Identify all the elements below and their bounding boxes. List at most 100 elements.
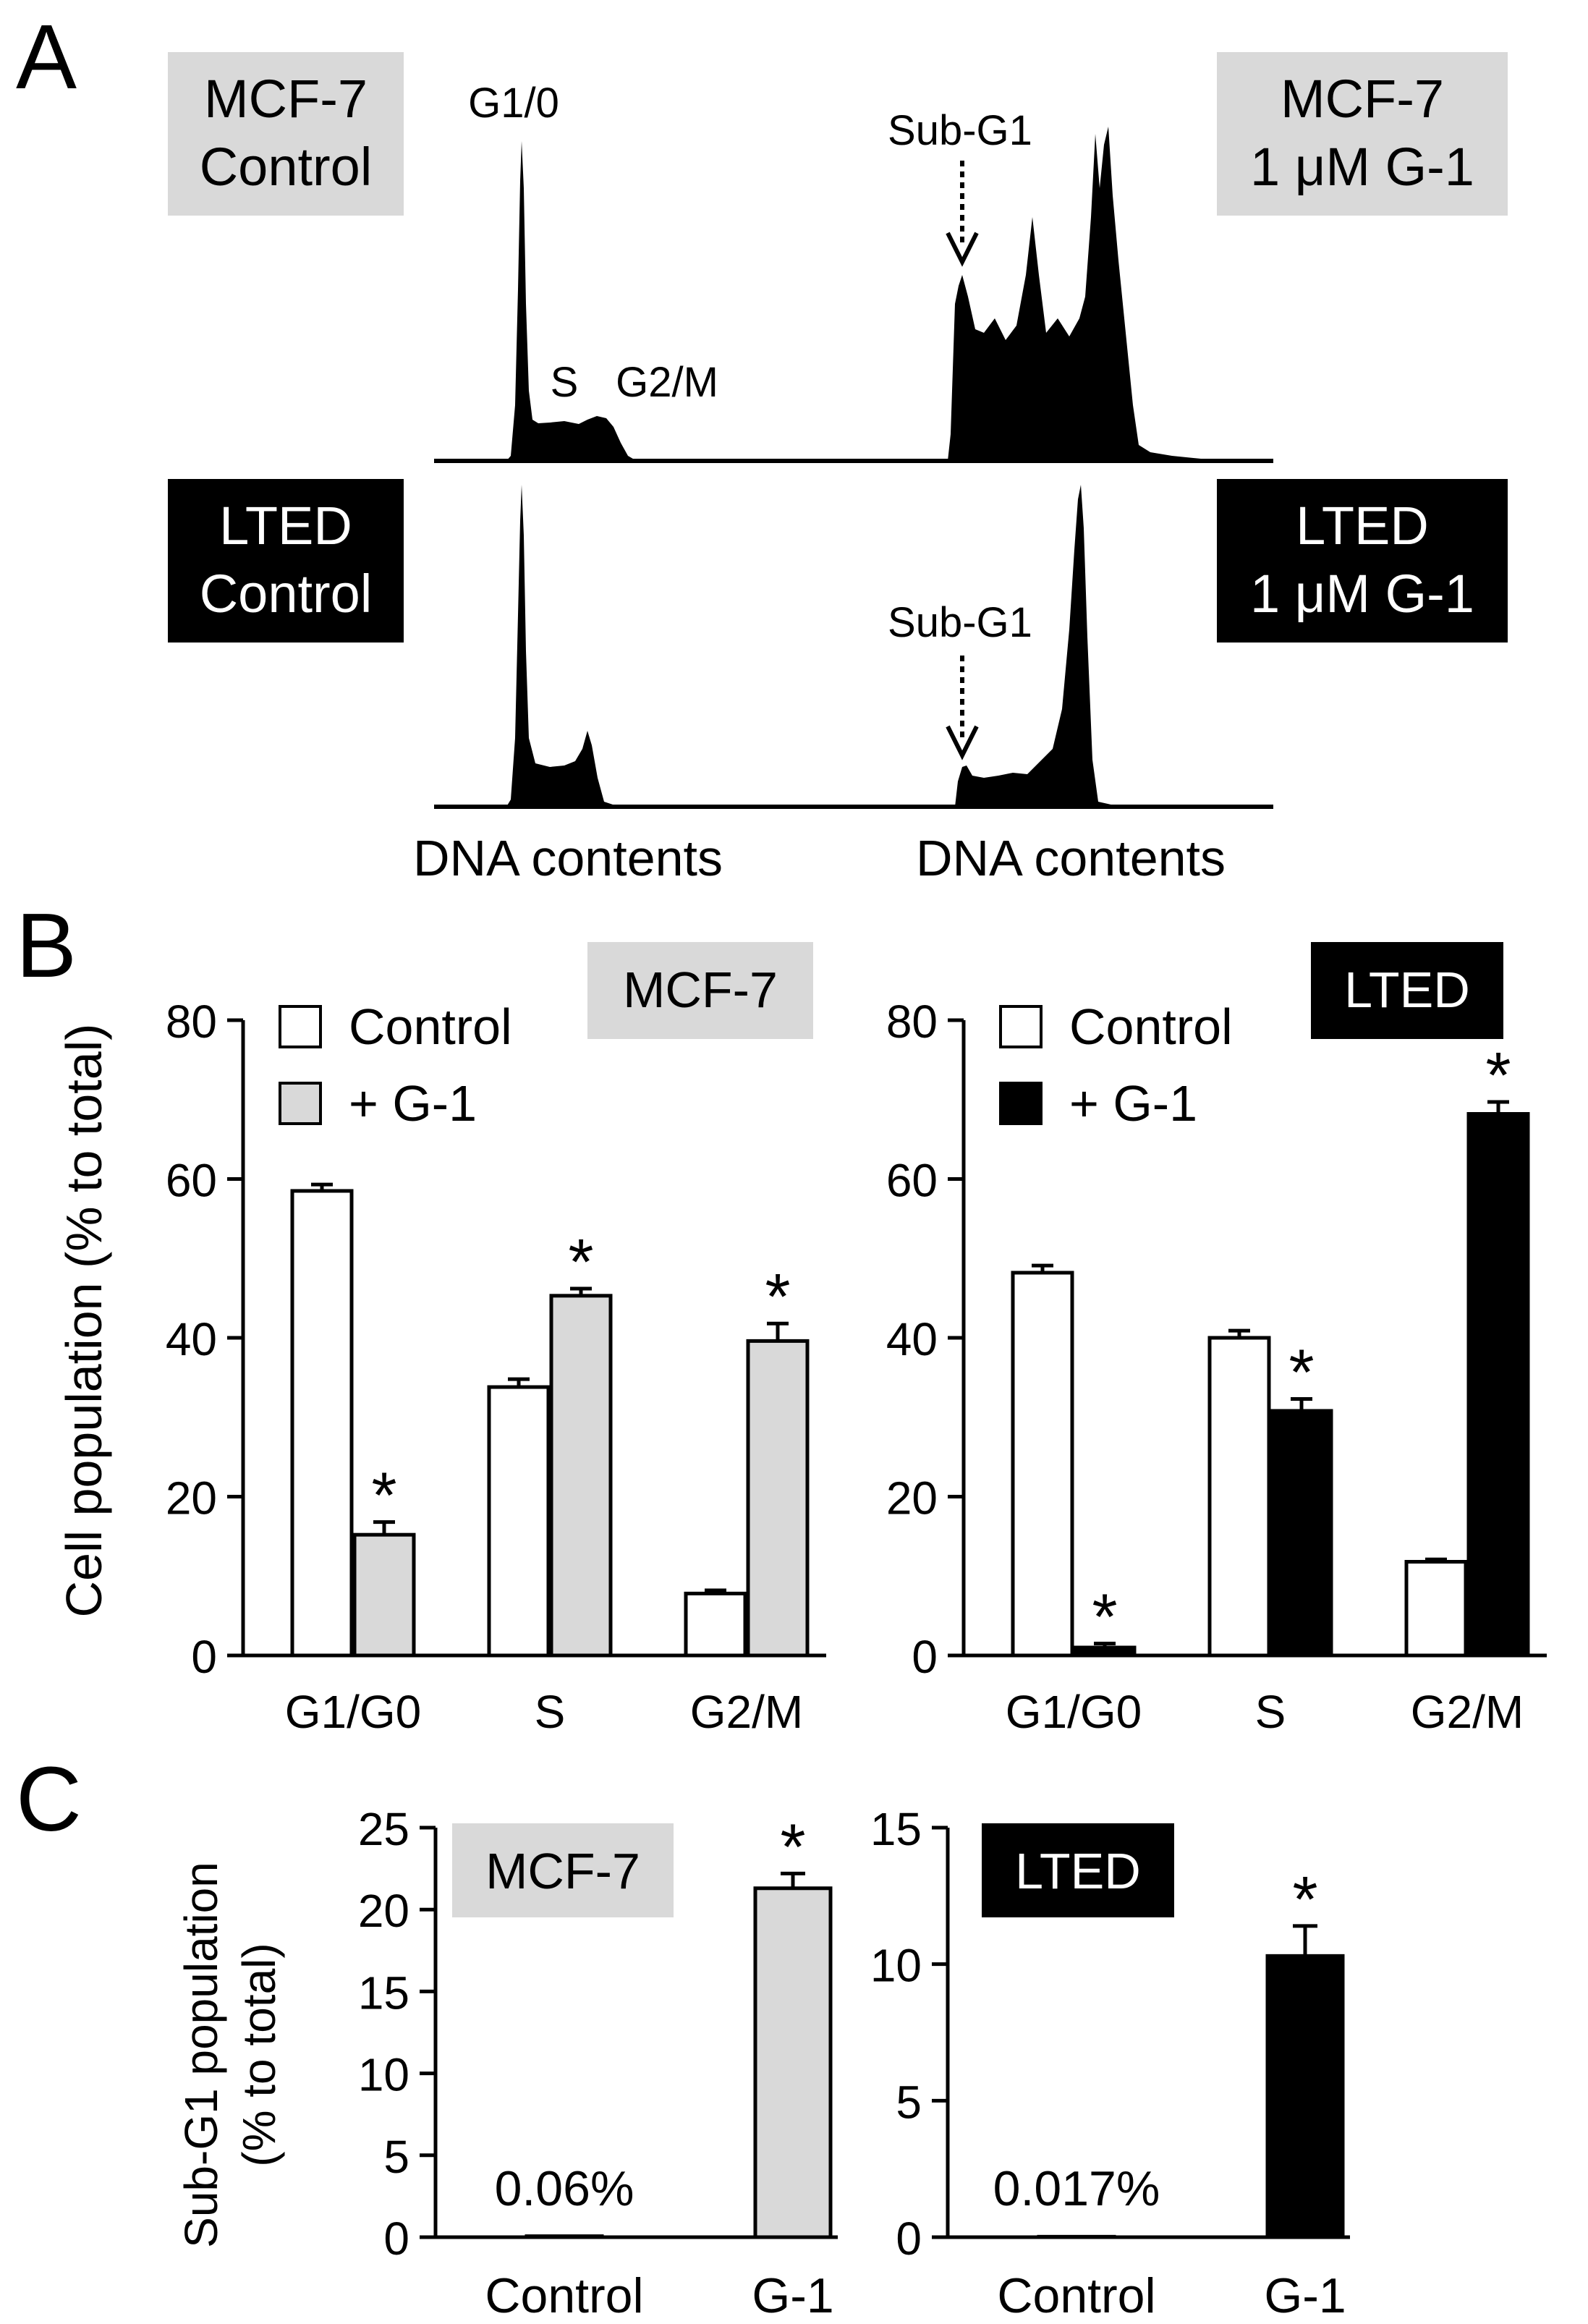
- b-mcf7-x-tick-label: G2/M: [690, 1686, 803, 1738]
- b-lted-significance-star: *: [1485, 1040, 1511, 1112]
- legend-label-control-mcf7: Control: [349, 998, 512, 1055]
- subg1-label-lted: Sub-G1: [888, 599, 1032, 646]
- b-mcf7-x-tick-label: G1/G0: [285, 1686, 422, 1738]
- b-lted-y-tick-label: 40: [886, 1313, 938, 1365]
- c-lted-control-value-label: 0.017%: [993, 2161, 1160, 2216]
- c-lted-x-tick-label: G-1: [1264, 2268, 1346, 2323]
- mcf7-g1-box: [1217, 52, 1508, 216]
- b-lted-x-tick-label: S: [1255, 1686, 1286, 1738]
- peak-label-g2m: G2/M: [616, 359, 718, 406]
- xlabel-dna-right: DNA contents: [916, 830, 1226, 886]
- ylabel-panel-c-line1: Sub-G1 population: [175, 1862, 227, 2248]
- c-mcf7-y-tick-label: 5: [383, 2131, 409, 2183]
- mcf7-control-box-line1: MCF-7: [204, 69, 368, 129]
- b-lted-x-tick-label: G1/G0: [1006, 1686, 1142, 1738]
- mcf7-g1-box-line1: MCF-7: [1281, 69, 1444, 129]
- label-box-lted-b: [1311, 942, 1503, 1039]
- b-mcf7-bar-control: [290, 1189, 354, 1658]
- c-mcf7-control-value-label: 0.06%: [495, 2161, 634, 2216]
- histogram-lted-g1: [883, 485, 1273, 807]
- mcf7-g1-box-line2: 1 μM G-1: [1250, 137, 1474, 197]
- c-lted-y-tick-label: 0: [896, 2213, 922, 2265]
- c-mcf7-significance-star: *: [780, 1811, 805, 1883]
- panel-label-b: B: [16, 894, 77, 996]
- b-mcf7-y-tick-label: 60: [166, 1155, 217, 1207]
- b-mcf7-bar-control: [487, 1385, 551, 1658]
- subg1-arrowhead-mcf7: [946, 232, 979, 267]
- lted-g1-box-line2: 1 μM G-1: [1250, 564, 1474, 624]
- lted-control-box-line1: LTED: [219, 496, 352, 556]
- lted-g1-box-line1: LTED: [1296, 496, 1429, 556]
- c-mcf7-bar-control: [525, 2234, 604, 2239]
- b-mcf7-bar-g1: [549, 1294, 613, 1658]
- label-box-mcf7-b: [587, 942, 813, 1039]
- c-mcf7-x-tick-label: G-1: [752, 2268, 833, 2323]
- c-lted-bar-control: [1037, 2234, 1116, 2239]
- b-lted-bar-control: [1011, 1271, 1074, 1658]
- b-lted-bar-control: [1207, 1336, 1271, 1658]
- b-mcf7-significance-star: *: [568, 1226, 593, 1299]
- b-lted-y-tick-label: 80: [886, 996, 938, 1048]
- histogram-lted-control: [434, 485, 883, 807]
- b-mcf7-bar-g1: [746, 1339, 810, 1658]
- legend-label-control-lted: Control: [1069, 998, 1233, 1055]
- lted-g1-box: [1217, 479, 1508, 643]
- subg1-label-mcf7: Sub-G1: [888, 107, 1032, 154]
- label-box-lted-c-text: LTED: [1015, 1843, 1141, 1899]
- chart-b-mcf7: MCF-7: [587, 942, 813, 1039]
- b-mcf7-y-tick-label: 20: [166, 1472, 217, 1524]
- b-lted-y-tick-label: 60: [886, 1155, 938, 1207]
- legend-label-g1-lted: + G-1: [1069, 1075, 1197, 1132]
- histogram-mcf7-g1: [883, 127, 1273, 461]
- b-mcf7-y-tick-label: 80: [166, 996, 217, 1048]
- b-mcf7-bar-g1: [352, 1532, 416, 1658]
- c-mcf7-x-tick-label: Control: [485, 2268, 643, 2323]
- panel-label-a: A: [16, 6, 77, 108]
- legend-label-g1-mcf7: + G-1: [349, 1075, 477, 1132]
- label-box-mcf7-c-text: MCF-7: [485, 1843, 640, 1899]
- legend-swatch-control-mcf7: [279, 1005, 322, 1048]
- c-lted-significance-star: *: [1292, 1864, 1317, 1936]
- legend-swatch-control-lted: [999, 1005, 1043, 1048]
- lted-control-box-line2: Control: [200, 564, 373, 624]
- ylabel-panel-b: Cell population (% to total): [56, 1024, 112, 1618]
- b-mcf7-y-tick-label: 0: [191, 1631, 217, 1683]
- xlabel-dna-left: DNA contents: [413, 830, 723, 886]
- b-mcf7-y-tick-label: 40: [166, 1313, 217, 1365]
- label-box-mcf7-c: [452, 1823, 674, 1917]
- legend-swatch-g1-mcf7: [279, 1082, 322, 1125]
- mcf7-control-box-line2: Control: [200, 137, 373, 197]
- c-mcf7-y-tick-label: 20: [358, 1885, 409, 1937]
- b-mcf7-bar-control: [684, 1591, 747, 1658]
- panel-label-c: C: [16, 1748, 82, 1850]
- b-lted-bar-control: [1404, 1559, 1468, 1658]
- label-box-lted-c: [982, 1823, 1174, 1917]
- b-lted-significance-star: *: [1092, 1582, 1117, 1654]
- b-mcf7-significance-star: *: [765, 1261, 790, 1333]
- chart-b-lted: LTED: [1311, 942, 1503, 1039]
- c-lted-x-tick-label: Control: [997, 2268, 1155, 2323]
- c-mcf7-y-tick-label: 0: [383, 2213, 409, 2265]
- c-mcf7-y-tick-label: 10: [358, 2049, 409, 2101]
- label-box-lted-b-text: LTED: [1344, 962, 1470, 1018]
- c-lted-y-tick-label: 15: [870, 1803, 922, 1855]
- lted-control-box: [168, 479, 404, 643]
- b-mcf7-x-tick-label: S: [535, 1686, 566, 1738]
- c-mcf7-y-tick-label: 25: [358, 1803, 409, 1855]
- peak-label-g1: G1/0: [468, 80, 559, 127]
- b-lted-y-tick-label: 20: [886, 1472, 938, 1524]
- b-lted-x-tick-label: G2/M: [1411, 1686, 1524, 1738]
- mcf7-control-box: [168, 52, 404, 216]
- legend-swatch-g1-lted: [999, 1082, 1043, 1125]
- histogram-mcf7-control: [434, 141, 883, 461]
- b-lted-bar-g1: [1466, 1112, 1530, 1658]
- c-lted-y-tick-label: 10: [870, 1940, 922, 1992]
- b-lted-significance-star: *: [1288, 1337, 1314, 1409]
- b-mcf7-significance-star: *: [371, 1460, 396, 1532]
- ylabel-panel-c-line2: (% to total): [233, 1943, 285, 2166]
- c-mcf7-bar-g1: [753, 1886, 833, 2239]
- peak-label-s: S: [551, 359, 579, 406]
- c-lted-bar-g1: [1265, 1954, 1345, 2239]
- label-box-mcf7-b-text: MCF-7: [623, 962, 778, 1018]
